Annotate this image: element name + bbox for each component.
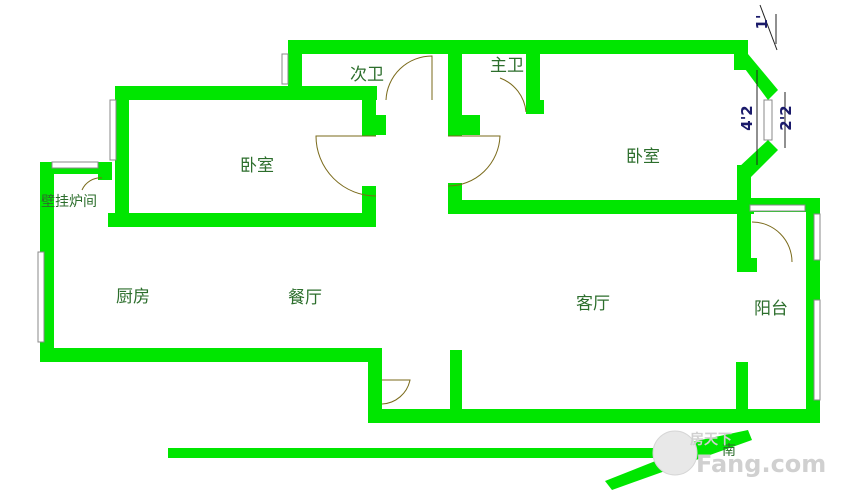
windows [37, 53, 821, 401]
room-labels: 卧室 卧室 次卫 主卫 壁挂炉间 厨房 餐厅 客厅 阳台 [41, 56, 788, 319]
orientation-label: 南 [722, 443, 736, 459]
label-master-bath: 主卫 [490, 56, 524, 76]
dim-top-mark: 1' [753, 14, 771, 29]
label-balcony: 阳台 [754, 299, 788, 319]
dimensions: 4'2 2'2 1' [738, 4, 795, 165]
walls [40, 40, 820, 490]
dim-bay-outer: 4'2 [738, 105, 756, 130]
label-dining: 餐厅 [288, 288, 322, 308]
doors [81, 55, 793, 405]
dim-bay-inner: 2'2 [777, 105, 795, 130]
label-living: 客厅 [576, 294, 610, 314]
label-boiler-closet: 壁挂炉间 [41, 194, 97, 210]
label-kitchen: 厨房 [116, 287, 150, 307]
label-bedroom-right: 卧室 [626, 147, 660, 167]
label-bedroom-left: 卧室 [240, 156, 274, 176]
watermark-brand: Fang.com [696, 450, 826, 478]
watermark: 房天下 Fang.com [652, 430, 826, 478]
watermark-cn: 房天下 [690, 431, 732, 448]
label-second-bath: 次卫 [350, 65, 384, 85]
